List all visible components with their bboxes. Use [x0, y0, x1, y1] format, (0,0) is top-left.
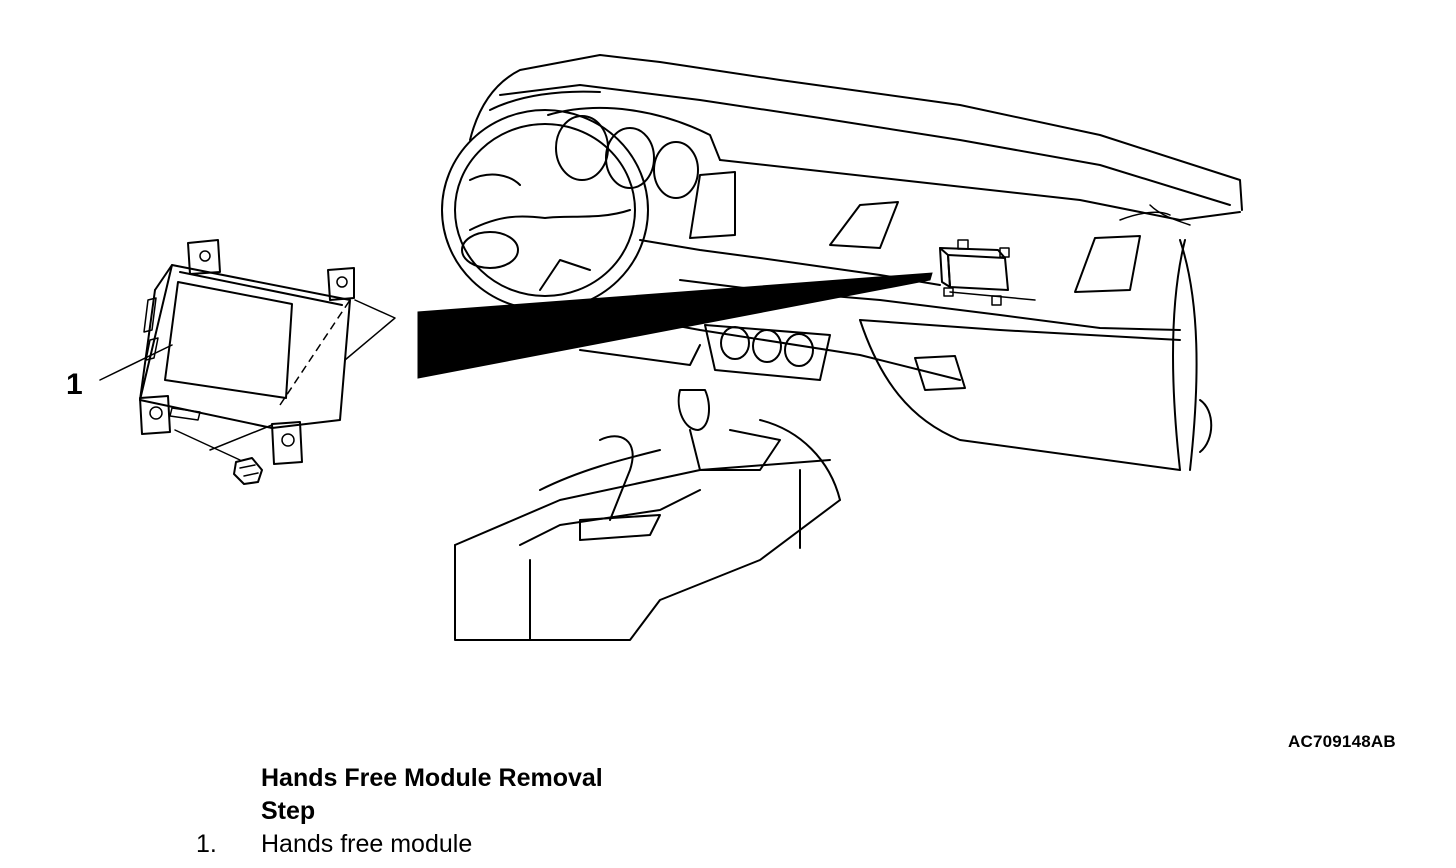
step-number: 1.	[196, 830, 217, 858]
caption-step-header: Step	[261, 797, 316, 825]
installed-hands-free-module	[939, 239, 1036, 306]
center-vents	[689, 171, 1141, 293]
dash-body	[579, 239, 1213, 471]
figure-code: AC709148AB	[1288, 732, 1396, 751]
center-console	[454, 389, 841, 641]
step-description: Hands free module	[261, 830, 473, 858]
dashboard-illustration	[99, 54, 1243, 641]
callout-number-1: 1	[66, 368, 83, 401]
caption-title: Hands Free Module Removal	[261, 764, 603, 792]
exploded-hands-free-module	[99, 239, 396, 485]
steering-wheel	[441, 109, 649, 311]
pointer-wedge	[417, 272, 933, 379]
screw-icon	[233, 457, 263, 485]
climate-knobs	[704, 324, 831, 381]
dashboard-top	[469, 54, 1243, 226]
glove-box	[859, 319, 1181, 471]
instrument-cluster	[547, 107, 721, 199]
